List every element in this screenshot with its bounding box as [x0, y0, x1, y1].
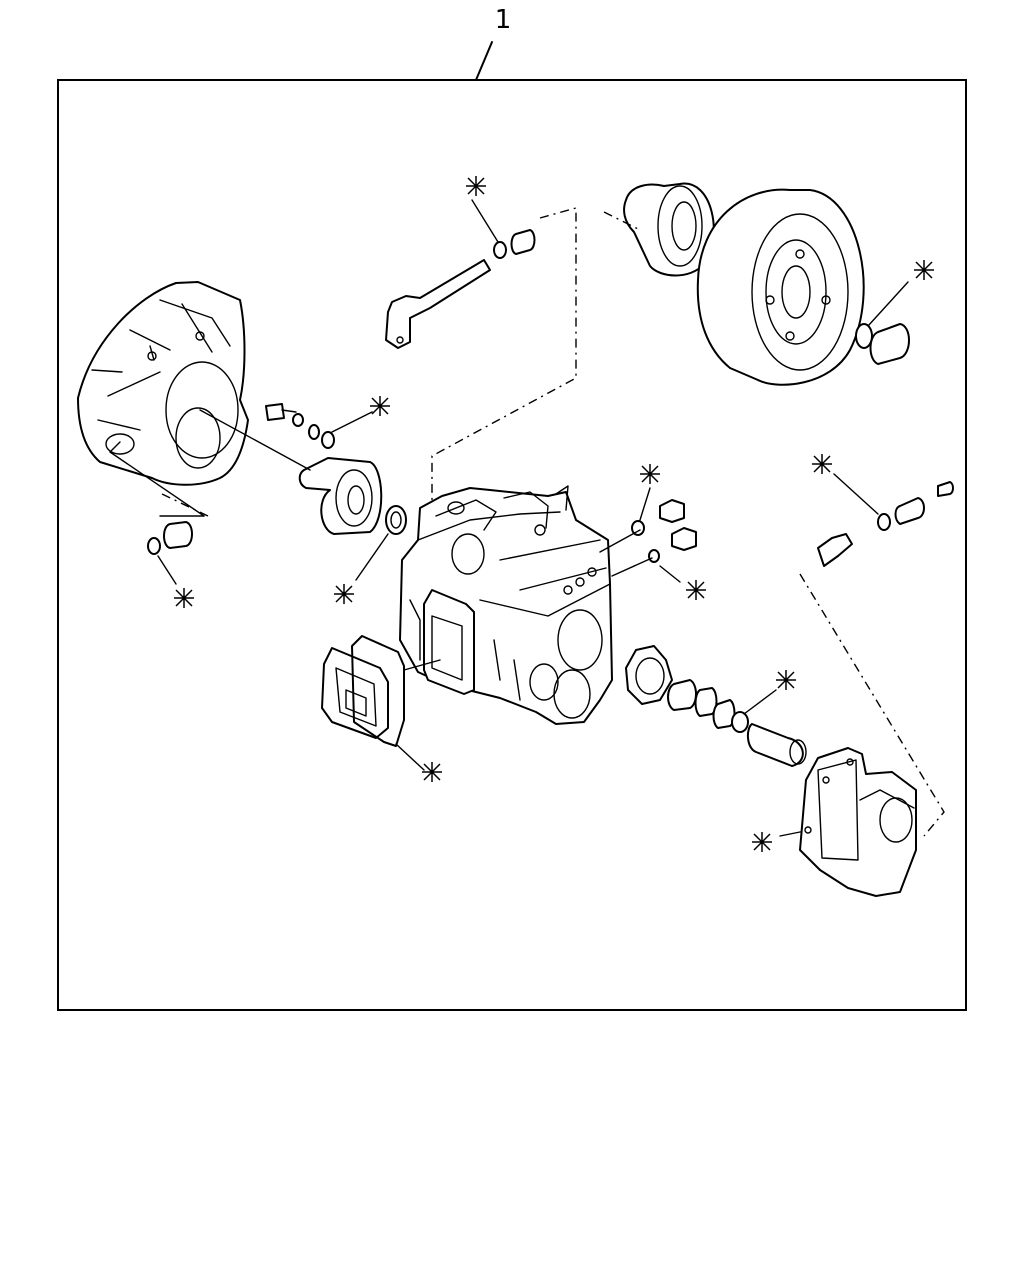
timer-gear — [625, 645, 777, 733]
governor-housing — [779, 747, 917, 897]
kit-marker — [752, 832, 772, 852]
pulley-hub — [603, 182, 715, 277]
kit-marker — [334, 584, 354, 604]
callout-leader — [475, 41, 493, 81]
plugs-washers — [599, 487, 697, 583]
kit-marker — [466, 176, 486, 196]
kit-frame — [57, 79, 967, 1011]
oil-seal — [355, 505, 407, 581]
side-cover — [321, 647, 389, 739]
pulley-washer-nut — [855, 281, 910, 365]
kit-marker — [686, 580, 706, 600]
drive-flange — [199, 409, 383, 535]
kit-marker — [370, 396, 390, 416]
governor-shaft — [746, 723, 807, 767]
pump-gasket — [423, 589, 475, 695]
kit-marker — [776, 670, 796, 690]
flywheel-housing — [77, 281, 249, 517]
kit-marker — [174, 588, 194, 608]
side-cover-gasket — [351, 635, 441, 771]
control-lever-assembly — [385, 199, 577, 520]
adjust-bolt — [799, 473, 954, 837]
kit-marker — [812, 454, 832, 474]
kit-marker — [914, 260, 934, 280]
kit-marker — [640, 464, 660, 484]
leader-line — [161, 493, 209, 517]
pulley-wheel — [696, 188, 865, 386]
callout-number: 1 — [495, 5, 512, 35]
kit-marker — [422, 762, 442, 782]
bushing-left — [147, 521, 193, 585]
bolt-washers — [265, 403, 373, 449]
